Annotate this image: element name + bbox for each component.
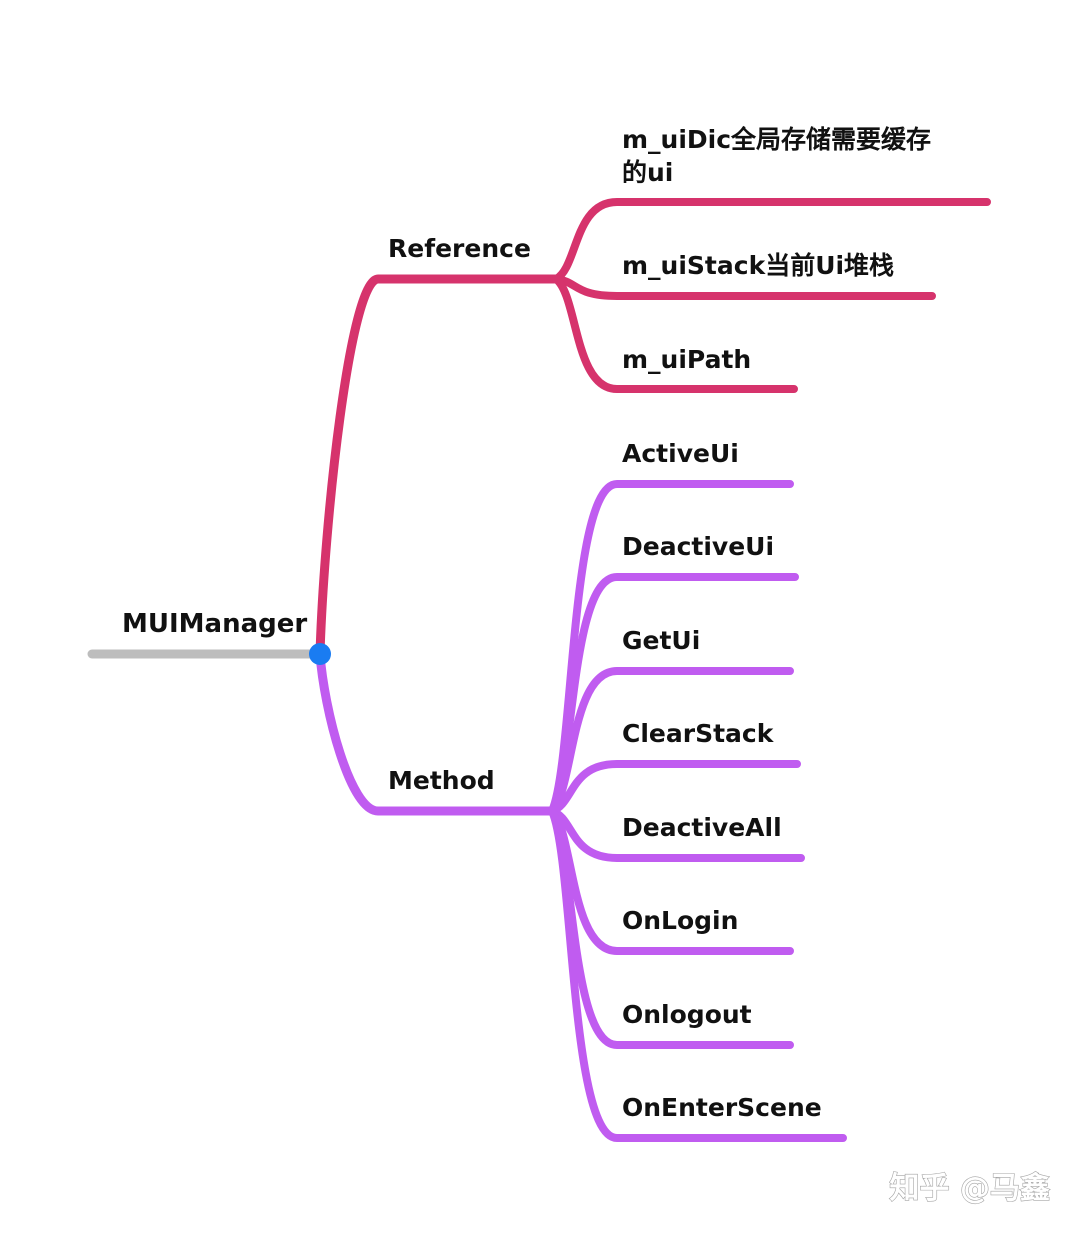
branch-reference-label[interactable]: Reference (388, 234, 531, 263)
branch-method-leaf-2-connector (548, 667, 794, 815)
branch-reference-leaf-1-connector (552, 275, 936, 300)
branch-reference-leaf-0-label-0[interactable]: m_uiDic全局存储需要缓存 (622, 125, 931, 154)
root-label[interactable]: MUIManager (122, 609, 307, 639)
branch-method-leaf-4-label[interactable]: DeactiveAll (622, 813, 782, 842)
watermark: 知乎 @马鑫 (890, 1171, 1050, 1206)
branch-method-leaf-3-label[interactable]: ClearStack (622, 719, 775, 748)
branch-method-leaf-5-label[interactable]: OnLogin (622, 906, 738, 935)
branch-method-leaf-7-label[interactable]: OnEnterScene (622, 1093, 822, 1122)
root-node[interactable] (309, 643, 331, 665)
branch-method-leaf-7-connector (548, 807, 847, 1142)
branch-method-connector (315, 649, 557, 816)
branch-reference-leaf-0-label-1[interactable]: 的ui (622, 158, 673, 187)
branch-reference-connector (315, 274, 561, 659)
branch-method-leaf-6-label[interactable]: Onlogout (622, 1000, 752, 1029)
branch-method-leaf-3-connector (548, 760, 801, 815)
branch-reference-leaf-2-label[interactable]: m_uiPath (622, 345, 751, 374)
branch-method-label[interactable]: Method (388, 766, 495, 795)
branch-method-leaf-0-label[interactable]: ActiveUi (622, 439, 739, 468)
branch-method-leaf-2-label[interactable]: GetUi (622, 626, 700, 655)
branch-method-leaf-1-label[interactable]: DeactiveUi (622, 532, 774, 561)
branch-reference-leaf-1-label[interactable]: m_uiStack当前Ui堆栈 (622, 251, 894, 280)
branch-reference-leaf-0-connector (552, 198, 991, 283)
branch-reference-leaf-2-connector (552, 275, 798, 393)
